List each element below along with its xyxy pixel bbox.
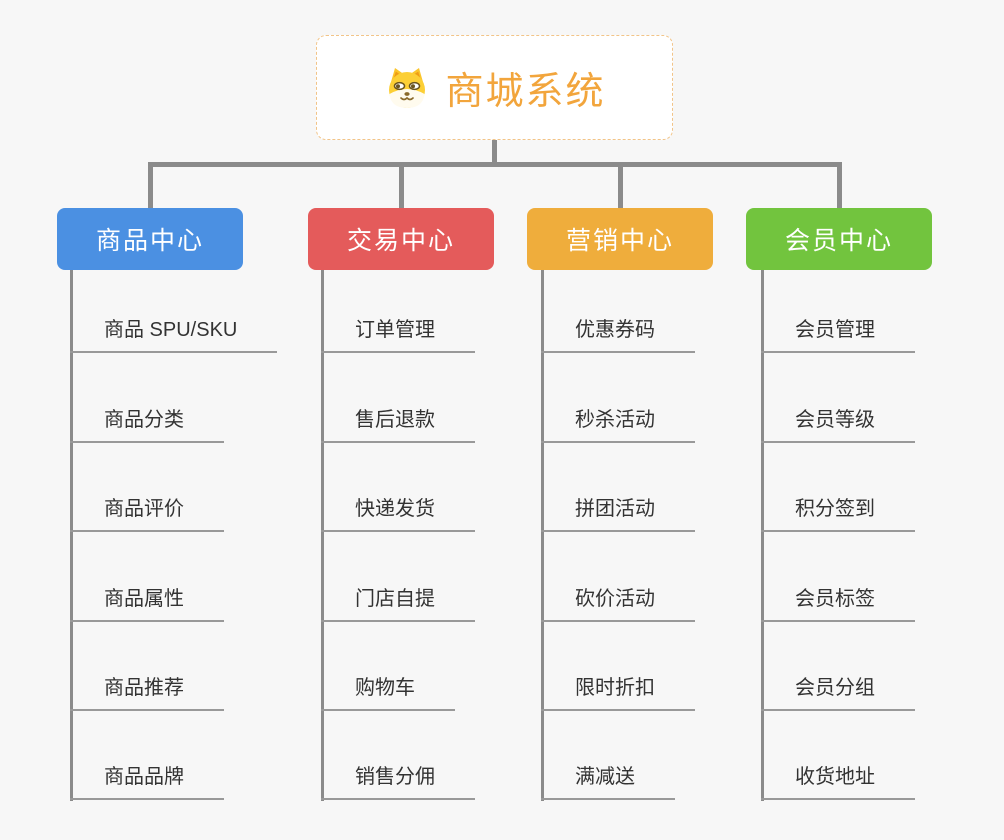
branch-label: 营销中心 xyxy=(565,227,674,255)
branch-node[interactable]: 交易中心 xyxy=(308,208,494,270)
connector-column-line xyxy=(761,270,764,801)
branch-label: 会员中心 xyxy=(784,227,893,255)
leaf-node[interactable]: 订单管理 xyxy=(321,316,475,353)
leaf-node[interactable]: 拼团活动 xyxy=(541,495,695,532)
leaf-node[interactable]: 商品属性 xyxy=(70,585,224,622)
connector-branch-drop xyxy=(147,162,153,210)
connector-column-line xyxy=(70,270,73,801)
leaf-node[interactable]: 会员管理 xyxy=(761,316,915,353)
leaf-node[interactable]: 秒杀活动 xyxy=(541,406,695,443)
branch-label: 交易中心 xyxy=(346,227,455,255)
leaf-node[interactable]: 门店自提 xyxy=(321,585,475,622)
branch-node[interactable]: 商品中心 xyxy=(57,208,243,270)
connector-root-stem xyxy=(492,138,497,165)
leaf-node[interactable]: 商品品牌 xyxy=(70,763,224,800)
leaf-node[interactable]: 积分签到 xyxy=(761,495,915,532)
leaf-node[interactable]: 满减送 xyxy=(541,763,675,800)
dog-icon xyxy=(383,66,431,110)
leaf-node[interactable]: 收货地址 xyxy=(761,763,915,800)
connector-branch-drop xyxy=(398,162,404,210)
leaf-node[interactable]: 销售分佣 xyxy=(321,763,475,800)
leaf-node[interactable]: 限时折扣 xyxy=(541,674,695,711)
leaf-node[interactable]: 会员等级 xyxy=(761,406,915,443)
branch-label: 商品中心 xyxy=(95,227,204,255)
leaf-node[interactable]: 售后退款 xyxy=(321,406,475,443)
connector-horizontal-bar xyxy=(148,162,842,167)
connector-column-line xyxy=(321,270,324,801)
connector-column-line xyxy=(541,270,544,801)
leaf-node[interactable]: 会员标签 xyxy=(761,585,915,622)
root-title: 商城系统 xyxy=(445,71,606,113)
leaf-node[interactable]: 商品推荐 xyxy=(70,674,224,711)
leaf-node[interactable]: 快递发货 xyxy=(321,495,475,532)
leaf-node[interactable]: 商品评价 xyxy=(70,495,224,532)
leaf-node[interactable]: 优惠券码 xyxy=(541,316,695,353)
connector-branch-drop xyxy=(617,162,623,210)
branch-node[interactable]: 营销中心 xyxy=(527,208,713,270)
leaf-node[interactable]: 购物车 xyxy=(321,674,455,711)
leaf-node[interactable]: 会员分组 xyxy=(761,674,915,711)
leaf-node[interactable]: 商品 SPU/SKU xyxy=(70,316,278,353)
branch-node[interactable]: 会员中心 xyxy=(746,208,932,270)
leaf-node[interactable]: 商品分类 xyxy=(70,406,224,443)
connector-branch-drop xyxy=(836,162,842,210)
root-node[interactable]: 商城系统 xyxy=(316,35,673,140)
leaf-node[interactable]: 砍价活动 xyxy=(541,585,695,622)
